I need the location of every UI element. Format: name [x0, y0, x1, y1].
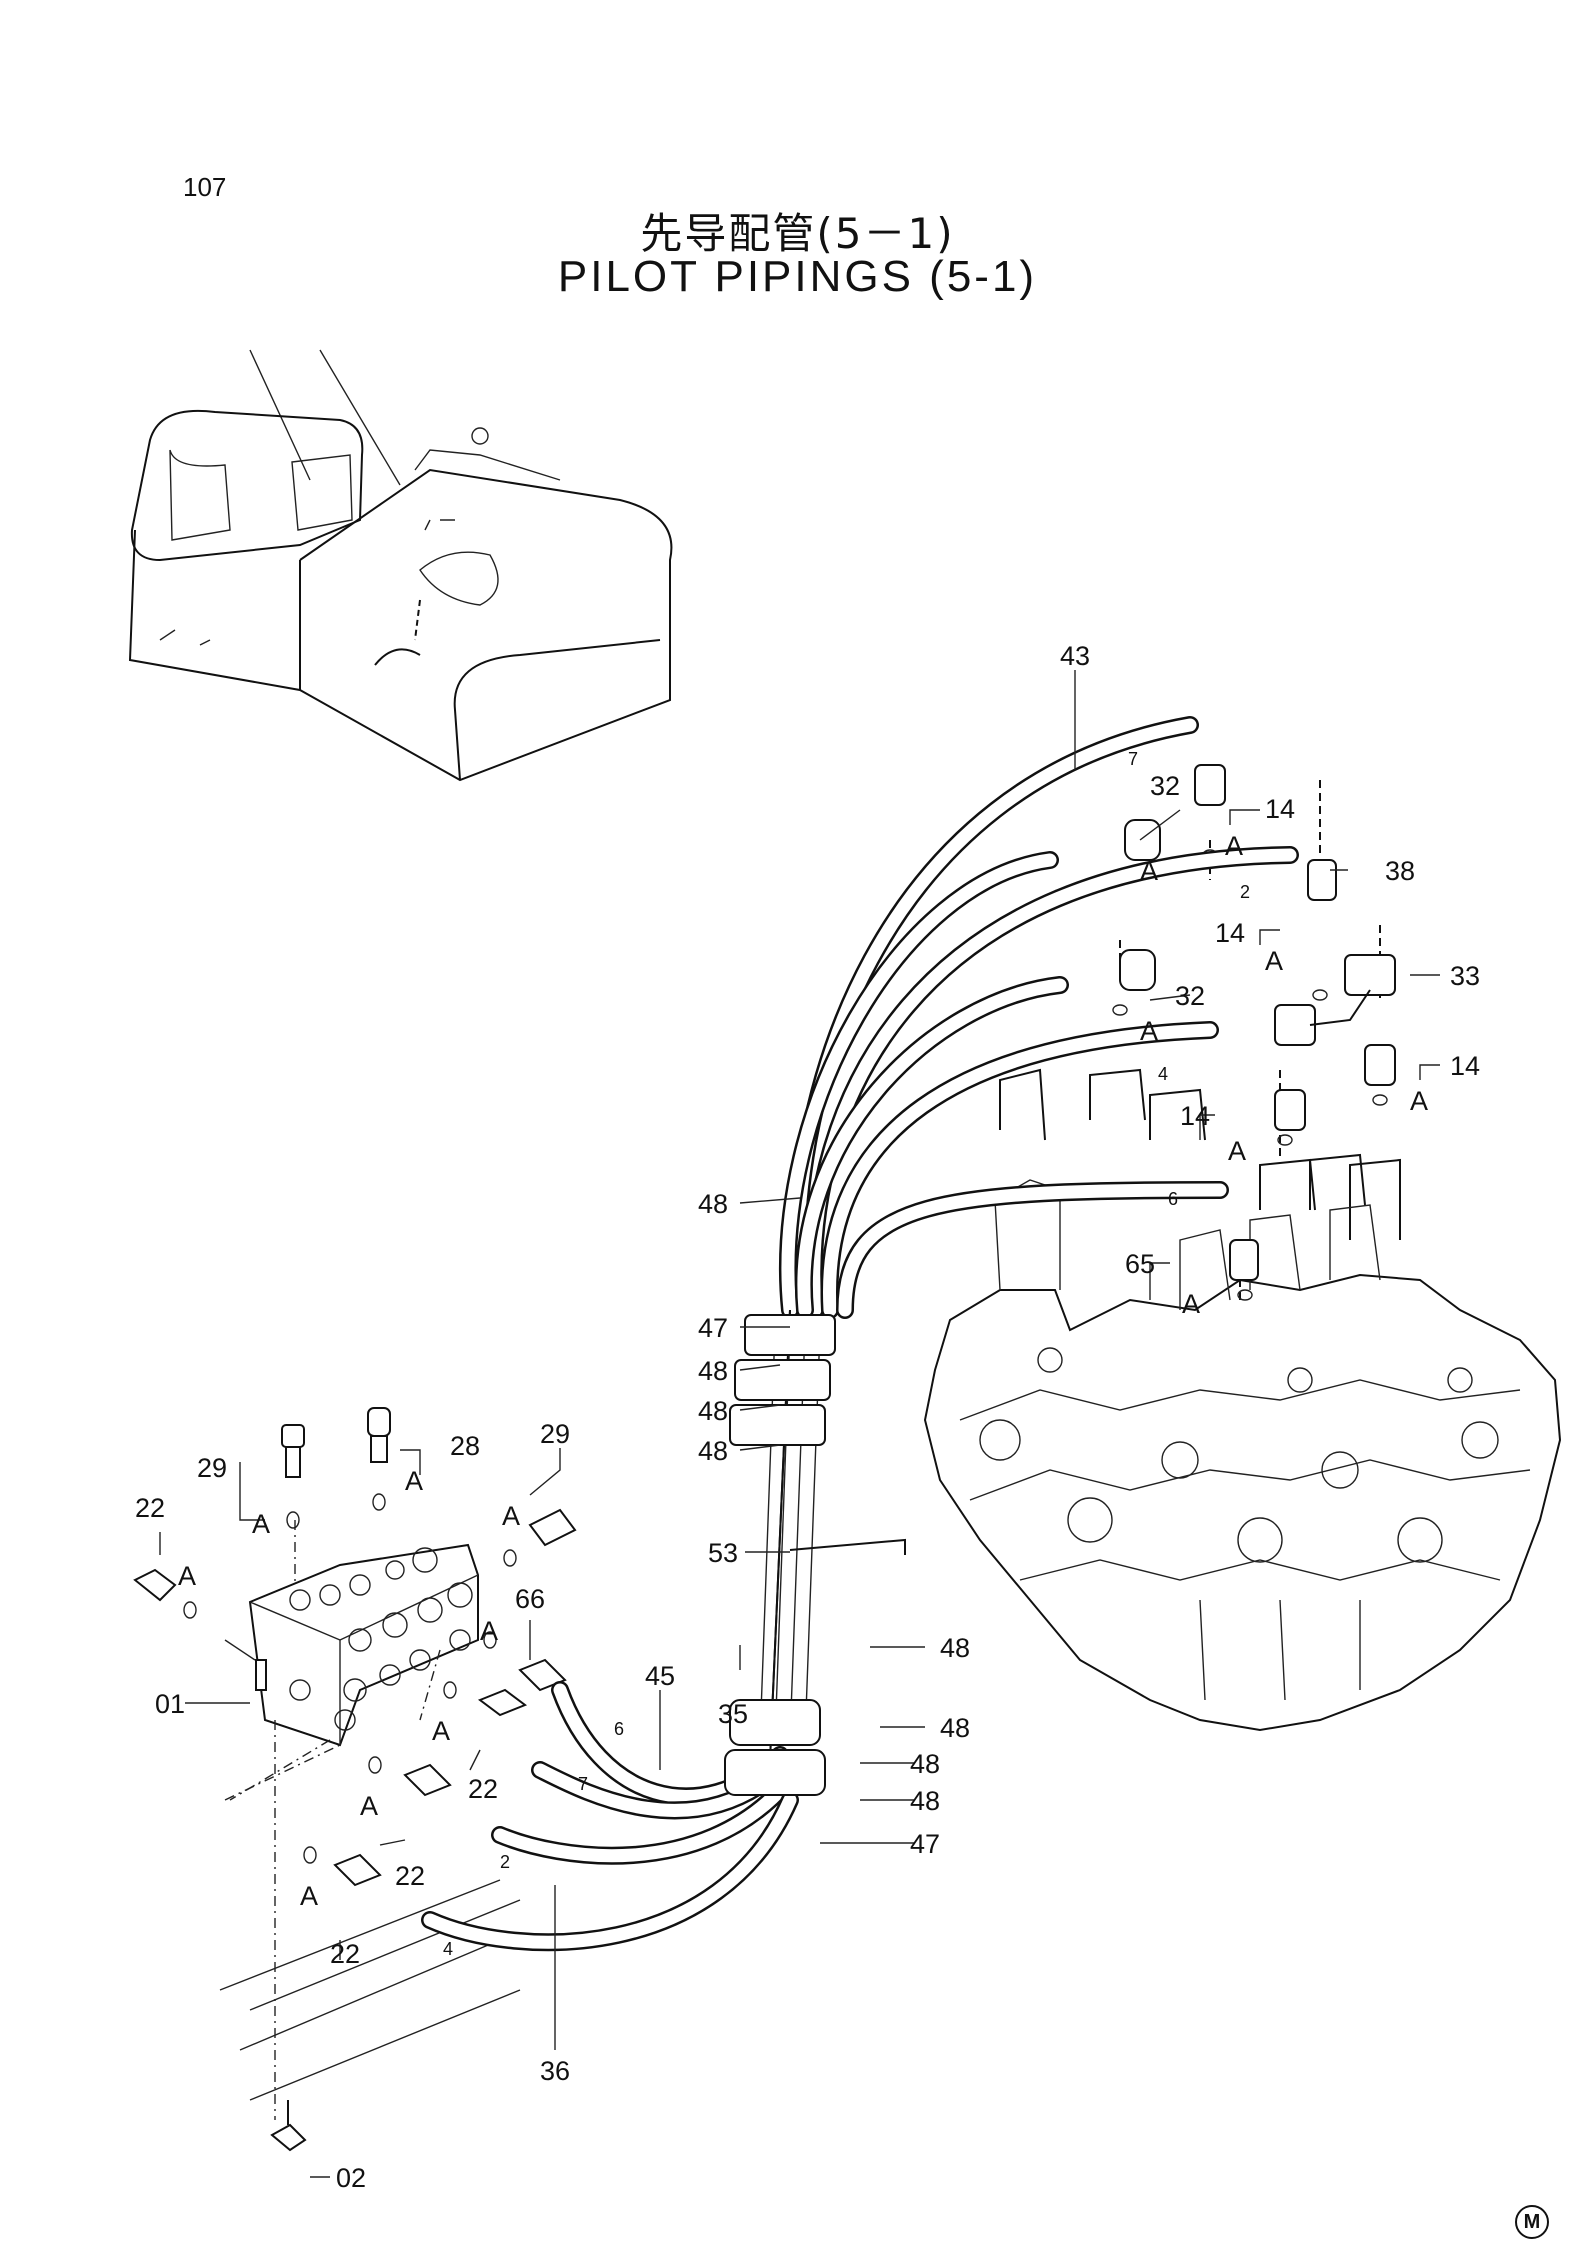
hose-id-6-top: 6	[1168, 1189, 1178, 1209]
control-valve	[923, 1068, 1562, 1732]
excavator-locator-illustration	[128, 349, 673, 782]
callout-A-2: A	[1140, 856, 1158, 886]
callout-33: 33	[1450, 961, 1480, 991]
hose-id-4-top: 4	[1158, 1064, 1168, 1084]
pilot-hoses	[421, 716, 1299, 1952]
hose-id-2-bottom: 2	[500, 1852, 510, 1872]
callout-65: 65	[1125, 1249, 1155, 1279]
callout-48-7: 48	[910, 1749, 940, 1779]
page-number: 107	[183, 172, 227, 202]
callout-29-right: 29	[540, 1419, 570, 1449]
callout-66: 66	[515, 1584, 545, 1614]
callout-A-11: A	[178, 1561, 196, 1591]
callout-47-bottom: 47	[910, 1829, 940, 1859]
leader-lines	[219, 1520, 521, 2120]
callout-14-upper: 14	[1265, 794, 1295, 824]
hose-id-6-bottom: 6	[614, 1719, 624, 1739]
callout-14-lower: 14	[1180, 1101, 1210, 1131]
callout-48-top: 48	[698, 1189, 728, 1219]
callout-labels: 43 32 14 A A 38 14 A 33 32 A 14 A 14 A 4…	[135, 641, 1480, 2193]
callout-48-2: 48	[698, 1356, 728, 1386]
callout-36: 36	[540, 2056, 570, 2086]
callout-45: 45	[645, 1661, 675, 1691]
title-english: PILOT PIPINGS (5-1)	[557, 252, 1038, 301]
callout-A-14: A	[360, 1791, 378, 1821]
callout-43: 43	[1060, 641, 1090, 671]
callout-A-15: A	[300, 1881, 318, 1911]
callout-32-lower: 32	[1175, 981, 1205, 1011]
callout-A-12: A	[480, 1616, 498, 1646]
callout-22-low: 22	[395, 1861, 425, 1891]
callout-A-3: A	[1265, 946, 1283, 976]
callout-A-1: A	[1225, 831, 1243, 861]
callout-47-top: 47	[698, 1313, 728, 1343]
callout-A-6: A	[1228, 1136, 1246, 1166]
callout-22-left: 22	[135, 1493, 165, 1523]
callout-48-8: 48	[910, 1786, 940, 1816]
hose-id-2-top: 2	[1240, 882, 1250, 902]
valve-fittings	[1112, 764, 1396, 1301]
hose-id-7-bottom: 7	[578, 1774, 588, 1794]
pilot-manifold-block	[248, 1543, 479, 1747]
callout-A-9: A	[252, 1509, 270, 1539]
callout-02: 02	[336, 2163, 366, 2193]
callout-22-mid: 22	[468, 1774, 498, 1804]
manifold-fittings	[133, 1407, 577, 2152]
callout-32-upper: 32	[1150, 771, 1180, 801]
hose-id-labels: 7 2 4 6 6 7 2 4	[443, 749, 1250, 1959]
callout-01: 01	[155, 1689, 185, 1719]
callout-A-10: A	[502, 1501, 520, 1531]
callout-A-4: A	[1140, 1016, 1158, 1046]
callout-38: 38	[1385, 856, 1415, 886]
callout-48-5: 48	[940, 1633, 970, 1663]
callout-leaders	[159, 670, 1440, 2178]
callout-48-3: 48	[698, 1396, 728, 1426]
hose-id-4-bottom: 4	[443, 1939, 453, 1959]
callout-A-7: A	[1182, 1289, 1200, 1319]
callout-53: 53	[708, 1538, 738, 1568]
callout-14-mid: 14	[1215, 918, 1245, 948]
callout-A-8: A	[405, 1466, 423, 1496]
callout-48-4: 48	[698, 1436, 728, 1466]
callout-A-13: A	[432, 1716, 450, 1746]
callout-14-right: 14	[1450, 1051, 1480, 1081]
manufacturer-mark: M	[1515, 2205, 1549, 2239]
callout-28: 28	[450, 1431, 480, 1461]
callout-22-bottom: 22	[330, 1939, 360, 1969]
hose-id-7-top: 7	[1128, 749, 1138, 769]
callout-A-5: A	[1410, 1086, 1428, 1116]
title-japanese: 先导配管(5－1)	[640, 209, 955, 258]
callout-29-left: 29	[197, 1453, 227, 1483]
callout-48-6: 48	[940, 1713, 970, 1743]
callout-35: 35	[718, 1699, 748, 1729]
